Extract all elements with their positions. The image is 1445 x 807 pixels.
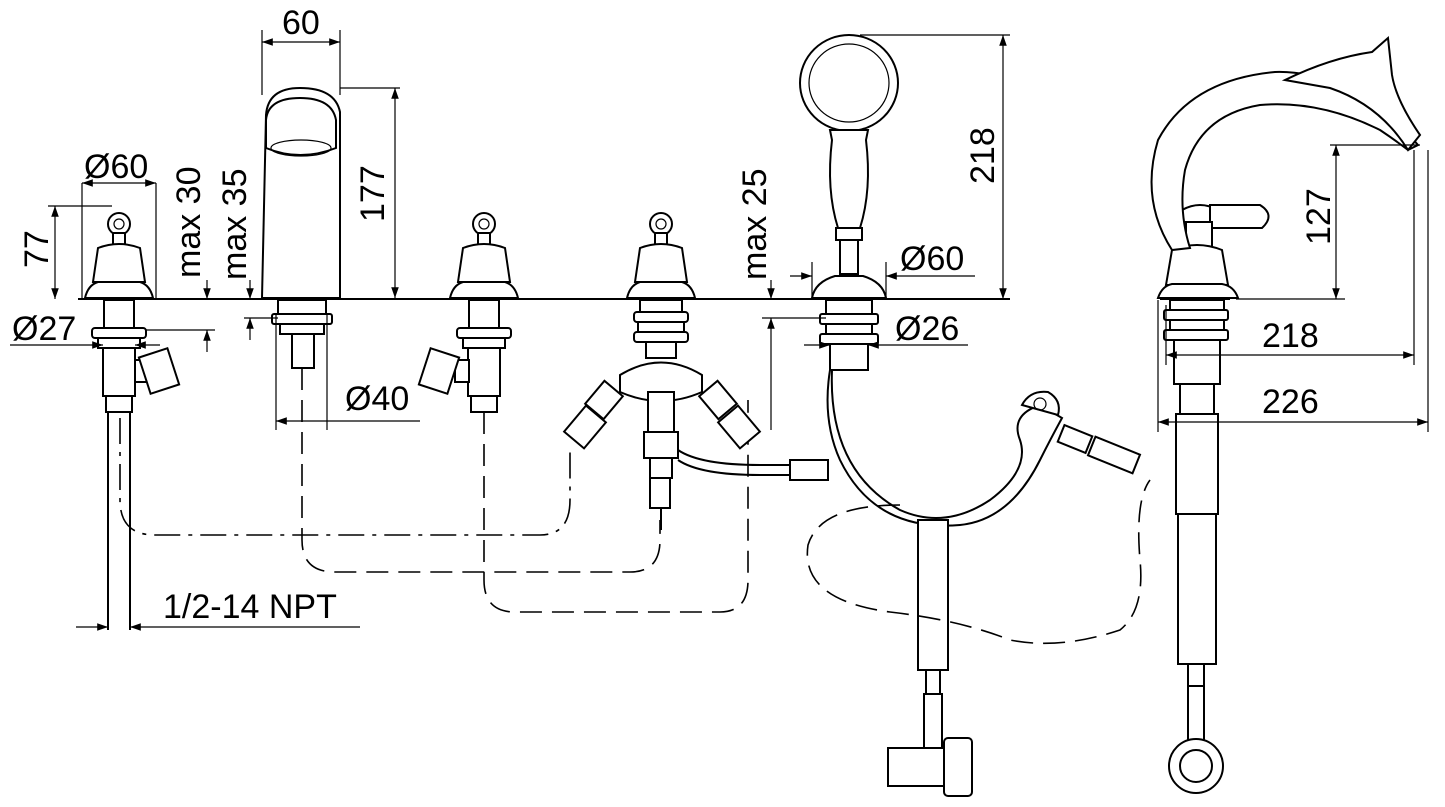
dim-handshower-thread: Ø26: [895, 310, 959, 348]
dim-max-35: max 35: [216, 169, 254, 281]
dim-valve-thread: Ø27: [12, 310, 76, 348]
dim-side-reach-218: 218: [1262, 317, 1319, 355]
handshower-drop: [917, 519, 949, 671]
dim-max-25: max 25: [736, 169, 774, 281]
side-view-valve: [1156, 204, 1270, 794]
handshower-hose: [826, 369, 1064, 527]
middle-dash-line: [483, 400, 749, 613]
left-valve: [83, 212, 181, 413]
dim-handshower-base: Ø60: [900, 240, 964, 278]
dim-side-reach-226: 226: [1262, 383, 1319, 421]
dim-valve-dia: Ø60: [84, 148, 148, 186]
dim-connection-thread: 1/2-14 NPT: [163, 588, 337, 626]
handshower-knurled-nut: [943, 737, 973, 797]
hose-connector: [789, 459, 829, 481]
dim-side-height: 127: [1300, 188, 1338, 245]
diverter-valve: [562, 212, 762, 509]
left-supply-line: [107, 412, 131, 630]
middle-valve: [417, 212, 520, 413]
handshower-valve-box: [887, 747, 945, 787]
handshower-dash-outline: [806, 479, 1151, 645]
spout: [260, 86, 341, 369]
dim-spout-base: Ø40: [345, 380, 409, 418]
diverter-hose: [677, 449, 790, 476]
side-view-spout: [1150, 70, 1420, 252]
dim-spout-width: 60: [282, 4, 320, 42]
dim-valve-height: 77: [18, 230, 56, 268]
handshower-hook: [1020, 390, 1060, 417]
left-dashdot-line: [119, 418, 571, 536]
side-view-spout-top: [1281, 35, 1422, 152]
dim-max-30: max 30: [170, 167, 208, 279]
dim-handshower-height: 218: [964, 127, 1002, 184]
dim-spout-height: 177: [354, 165, 392, 222]
handshower: [799, 34, 899, 371]
spout-dash-line: [301, 368, 661, 573]
